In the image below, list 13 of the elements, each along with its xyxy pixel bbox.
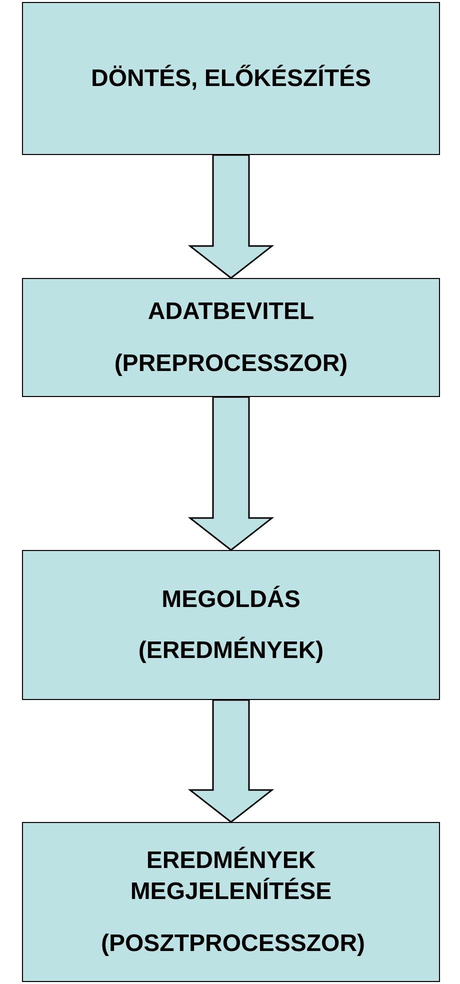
box-text: ADATBEVITEL xyxy=(148,297,314,328)
block-arrow xyxy=(188,699,274,823)
process-box xyxy=(22,2,440,155)
process-box xyxy=(22,822,440,982)
box-text: MEGOLDÁS xyxy=(162,584,300,615)
box-text: (EREDMÉNYEK) xyxy=(138,636,324,666)
block-arrow xyxy=(188,154,274,279)
box-text: DÖNTÉS, ELŐKÉSZÍTÉS xyxy=(90,64,372,94)
box-text: (PREPROCESSZOR) xyxy=(114,348,348,378)
block-arrow xyxy=(188,396,274,551)
box-text: EREDMÉNYEK MEGJELENÍTÉSE xyxy=(129,846,333,908)
process-box xyxy=(22,550,440,700)
process-box xyxy=(22,278,440,397)
